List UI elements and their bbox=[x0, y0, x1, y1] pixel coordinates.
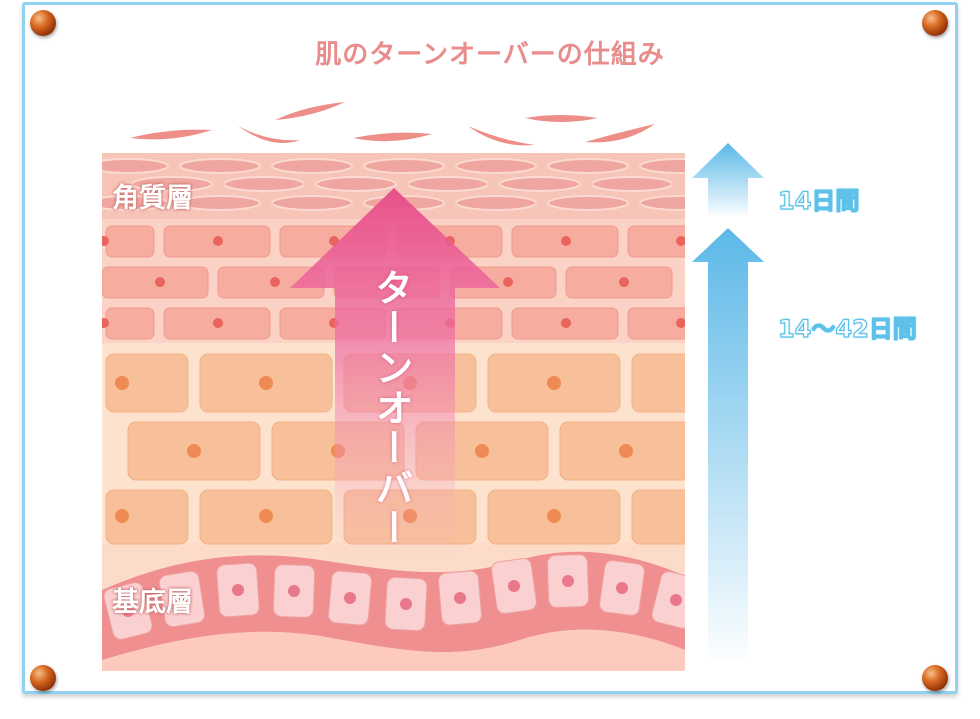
stratum-corneum-label: 角質層 bbox=[112, 183, 193, 214]
duration-arrow-turnover bbox=[692, 228, 764, 660]
duration-arrow-stratum-corneum bbox=[692, 143, 764, 215]
duration-label-turnover: 14〜42日間 bbox=[777, 314, 917, 343]
duration-label-stratum-corneum: 14日間 bbox=[777, 186, 860, 215]
turnover-arrow bbox=[290, 188, 500, 565]
turnover-arrow-label: ターンオーバー bbox=[369, 268, 413, 548]
basal-cells bbox=[103, 554, 685, 640]
page-title: 肌のターンオーバーの仕組み bbox=[315, 40, 665, 70]
horny-cells bbox=[102, 158, 685, 211]
basal-layer-label: 基底層 bbox=[112, 587, 193, 618]
pin-top-right bbox=[922, 10, 948, 36]
pin-bottom-right bbox=[922, 665, 948, 691]
pin-bottom-left bbox=[30, 665, 56, 691]
pin-top-left bbox=[30, 10, 56, 36]
flaking-cells bbox=[130, 102, 655, 146]
dermis bbox=[102, 629, 685, 671]
